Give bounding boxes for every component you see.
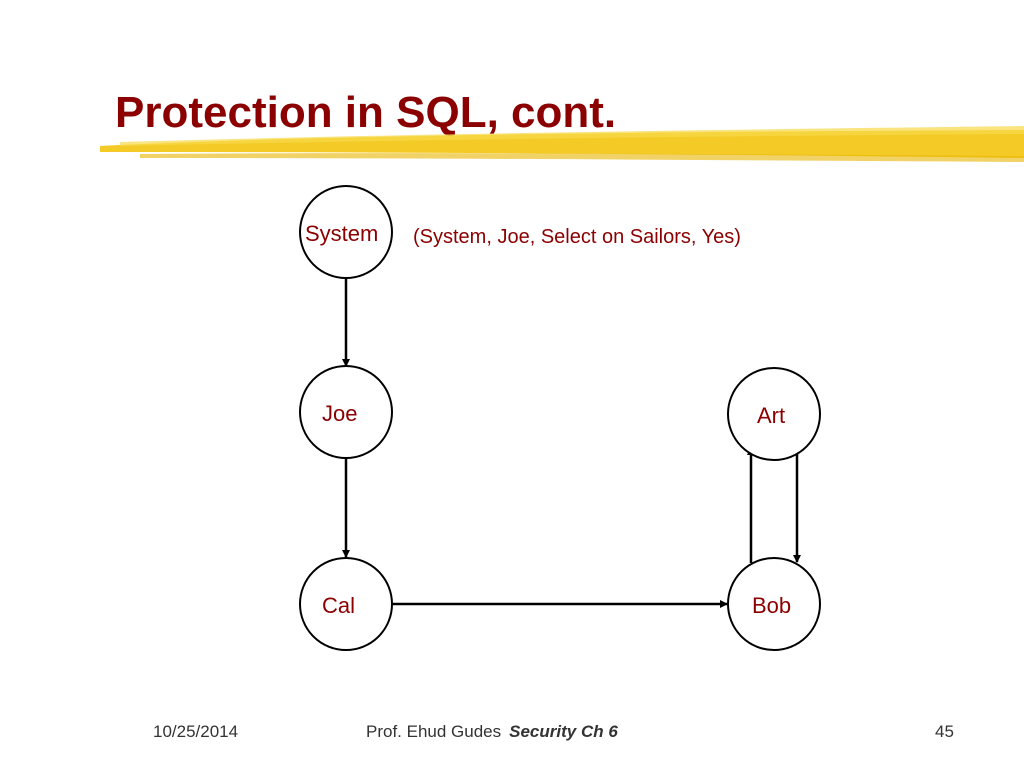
footer-author: Prof. Ehud Gudes [366,722,502,741]
footer-page-number: 45 [935,722,954,741]
grant-annotation: (System, Joe, Select on Sailors, Yes) [413,226,741,248]
node-joe-label: Joe [322,401,358,426]
footer-course: Security Ch 6 [509,722,618,741]
node-system-label: System [305,221,379,246]
node-joe [299,365,393,459]
node-art [727,367,821,461]
node-cal-label: Cal [322,593,356,618]
footer-date: 10/25/2014 [153,722,239,741]
highlighter-stroke [100,126,1024,162]
node-system [299,185,393,279]
node-bob-label: Bob [752,593,792,618]
footer-credit: Prof. Ehud Gudes Security Ch 6 [366,722,618,742]
node-art-label: Art [757,403,786,428]
node-bob [727,557,821,651]
node-cal [299,557,393,651]
slide-title: Protection in SQL, cont. [115,88,617,137]
